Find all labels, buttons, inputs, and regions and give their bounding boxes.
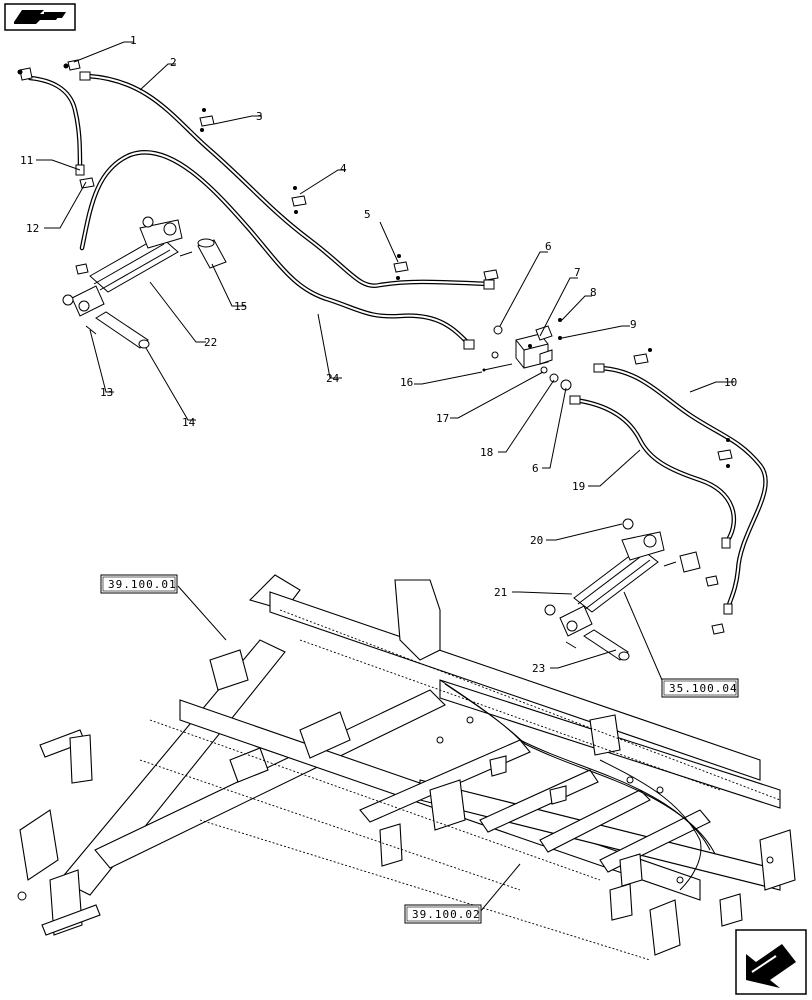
frame-assembly xyxy=(17,574,796,961)
callout-23: 23 xyxy=(532,662,545,675)
leader-lines xyxy=(36,41,734,913)
callout-14: 14 xyxy=(182,416,196,429)
callout-5: 5 xyxy=(364,208,371,221)
fitting-5 xyxy=(393,254,409,280)
callout-7: 7 xyxy=(574,266,581,279)
callout-22: 22 xyxy=(204,336,217,349)
callout-16: 16 xyxy=(400,376,413,389)
callout-8: 8 xyxy=(590,286,597,299)
pin-right-upper xyxy=(663,551,701,573)
fitting-1 xyxy=(63,59,81,71)
callout-9: 9 xyxy=(630,318,637,331)
ref-box-39-100-01[interactable]: 39.100.01 xyxy=(100,574,178,594)
pin-14 xyxy=(95,311,150,349)
fitting-17 xyxy=(540,366,548,374)
ref-box-35-100-04[interactable]: 35.100.04 xyxy=(661,678,739,698)
fitting-elbow-11 xyxy=(17,67,33,81)
hose-24 xyxy=(79,150,475,350)
callout-10: 10 xyxy=(724,376,737,389)
callout-13: 13 xyxy=(100,386,113,399)
return-arrow-icon[interactable] xyxy=(735,929,807,995)
callout-19: 19 xyxy=(572,480,585,493)
fitting-right-lower xyxy=(705,575,725,635)
callout-labels: 1 2 3 4 5 6 6 7 8 9 10 11 12 13 14 15 16… xyxy=(20,34,737,675)
fitting-3 xyxy=(199,108,215,132)
ref-label-39-100-02: 39.100.02 xyxy=(412,908,481,921)
callout-17: 17 xyxy=(436,412,449,425)
callout-12: 12 xyxy=(26,222,39,235)
hose-10 xyxy=(593,363,768,615)
ref-label-39-100-01: 39.100.01 xyxy=(108,578,177,591)
fitting-6-top xyxy=(483,269,503,359)
callout-21: 21 xyxy=(494,586,507,599)
callout-6-bottom: 6 xyxy=(532,462,539,475)
fitting-right-upper xyxy=(633,348,733,468)
pin-16 xyxy=(482,363,513,372)
hose-2 xyxy=(79,71,495,290)
ref-label-35-100-04: 35.100.04 xyxy=(669,682,738,695)
callout-15: 15 xyxy=(234,300,247,313)
fitting-4 xyxy=(291,186,307,214)
callout-2: 2 xyxy=(170,56,177,69)
pin-15 xyxy=(179,238,227,269)
callout-1: 1 xyxy=(130,34,137,47)
ref-box-39-100-02[interactable]: 39.100.02 xyxy=(404,904,482,924)
callout-18: 18 xyxy=(480,446,493,459)
callout-20: 20 xyxy=(530,534,543,547)
small-parts-8-9 xyxy=(558,318,562,340)
callout-11: 11 xyxy=(20,154,33,167)
callout-6-top: 6 xyxy=(545,240,552,253)
callout-24: 24 xyxy=(326,372,340,385)
callout-3: 3 xyxy=(256,110,263,123)
pin-23 xyxy=(565,629,630,661)
callout-4: 4 xyxy=(340,162,347,175)
cylinder-21 xyxy=(544,518,665,637)
pin-13 xyxy=(85,325,97,335)
hose-19 xyxy=(569,395,737,549)
valve-block-7 xyxy=(515,325,553,369)
book-nav-icon[interactable] xyxy=(4,3,76,31)
cylinder-22 xyxy=(62,216,183,317)
